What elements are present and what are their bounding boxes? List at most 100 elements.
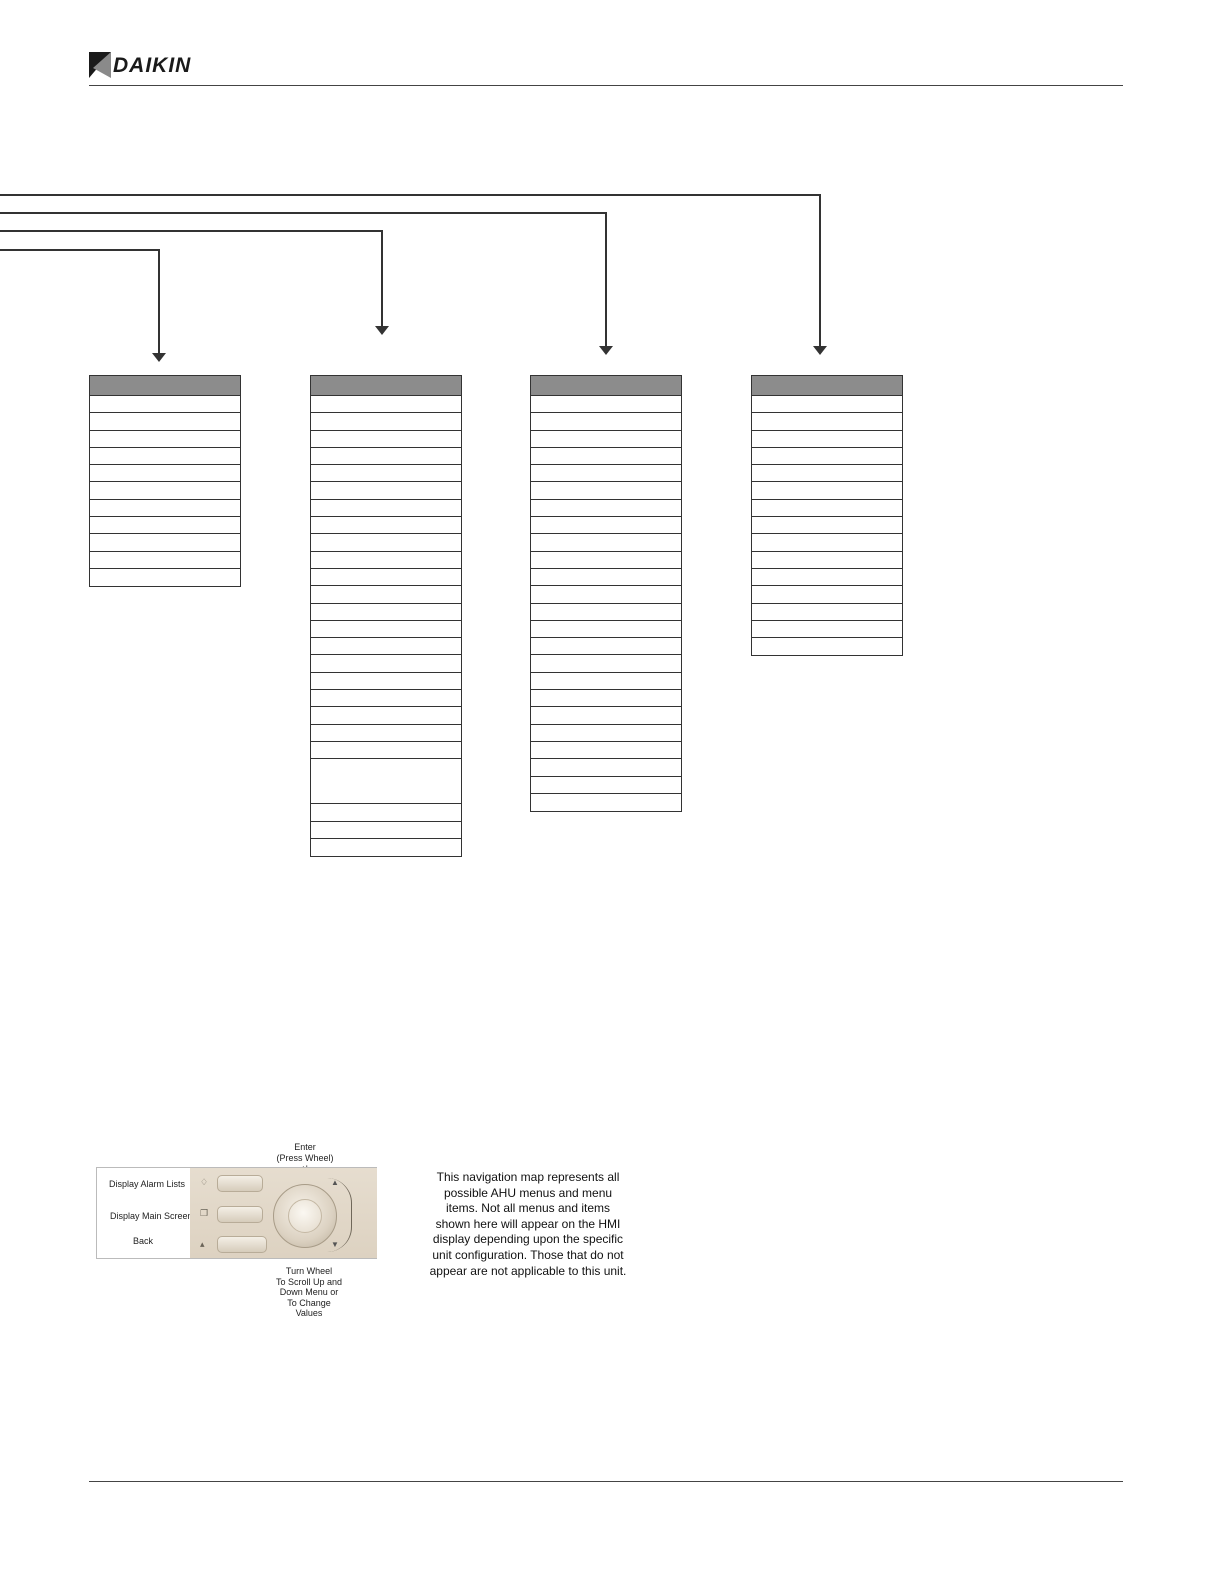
alarm-button[interactable] xyxy=(217,1175,263,1192)
menu-item xyxy=(311,655,461,673)
menu-item xyxy=(531,569,681,587)
back-label: Back xyxy=(133,1236,154,1246)
menu-item xyxy=(90,482,240,500)
menu-item xyxy=(311,621,461,639)
menu-item xyxy=(752,604,902,621)
menu-item xyxy=(311,448,461,466)
bell-icon: ♢ xyxy=(200,1177,209,1187)
menu-item xyxy=(752,465,902,483)
menu-item xyxy=(311,534,461,552)
connector-line-3 xyxy=(0,212,607,347)
menu-item xyxy=(531,759,681,777)
daikin-logo: DAIKIN xyxy=(89,52,229,80)
menu-item xyxy=(531,655,681,673)
menu-header xyxy=(311,376,461,396)
home-screen-icon: ❐ xyxy=(200,1208,209,1218)
rotate-down-arrow-icon: ▼ xyxy=(331,1240,339,1249)
brand-name: DAIKIN xyxy=(113,54,192,77)
menu-item xyxy=(531,725,681,742)
menu-item xyxy=(752,569,902,587)
menu-item xyxy=(531,777,681,794)
menu-item xyxy=(311,725,461,742)
menu-item xyxy=(531,604,681,621)
menu-item xyxy=(90,465,240,483)
menu-item xyxy=(531,465,681,483)
menu-item xyxy=(311,482,461,500)
menu-item xyxy=(531,448,681,466)
menu-item xyxy=(752,482,902,500)
menu-item xyxy=(90,534,240,552)
enter-hint: (Press Wheel) xyxy=(276,1152,334,1163)
connector-arrowhead-4 xyxy=(813,346,827,355)
menu-item xyxy=(311,759,461,805)
menu-header xyxy=(90,376,240,396)
menu-header xyxy=(752,376,902,396)
main-screen-label: Display Main Screen xyxy=(110,1211,193,1221)
footer-rule xyxy=(89,1481,1123,1482)
menu-item xyxy=(752,517,902,535)
menu-item xyxy=(531,552,681,569)
menu-item xyxy=(531,586,681,604)
menu-item xyxy=(752,500,902,518)
menu-item xyxy=(90,500,240,518)
menu-item xyxy=(90,413,240,431)
alarm-list-label: Display Alarm Lists xyxy=(109,1179,186,1189)
navigation-connectors xyxy=(0,194,827,362)
connector-line-2 xyxy=(0,230,383,327)
connector-arrowhead-2 xyxy=(375,326,389,335)
menu-item xyxy=(752,431,902,448)
connector-line-1 xyxy=(0,249,160,354)
menu-item xyxy=(90,396,240,414)
menu-item xyxy=(531,742,681,760)
menu-item xyxy=(531,534,681,552)
wheel-rotation-arc xyxy=(327,1178,352,1252)
menu-item xyxy=(752,448,902,466)
menu-item xyxy=(90,448,240,466)
menu-item xyxy=(90,569,240,586)
menu-item xyxy=(311,690,461,708)
rotate-up-arrow-icon: ▲ xyxy=(331,1178,339,1187)
header-rule xyxy=(89,85,1123,86)
menu-item xyxy=(752,413,902,431)
menu-column-3 xyxy=(530,375,682,813)
menu-item xyxy=(752,586,902,604)
menu-item xyxy=(311,465,461,483)
menu-item xyxy=(311,742,461,760)
menu-column-4 xyxy=(751,375,903,657)
menu-item xyxy=(531,707,681,725)
main-screen-button[interactable] xyxy=(217,1206,263,1223)
menu-item xyxy=(531,673,681,691)
menu-item xyxy=(311,673,461,691)
menu-item xyxy=(311,517,461,535)
menu-item xyxy=(752,396,902,414)
menu-column-1 xyxy=(89,375,241,588)
menu-item xyxy=(531,638,681,656)
wheel-caption-line: Turn Wheel xyxy=(285,1266,333,1276)
menu-item xyxy=(752,534,902,552)
menu-item xyxy=(531,621,681,639)
menu-item xyxy=(752,552,902,569)
menu-item xyxy=(311,839,461,856)
daikin-delta-logo-icon xyxy=(89,52,111,78)
wheel-caption-line: Down Menu or xyxy=(279,1287,339,1297)
navigation-note: This navigation map represents all possi… xyxy=(429,1170,627,1278)
menu-item xyxy=(311,804,461,822)
menu-item xyxy=(531,690,681,708)
wheel-center[interactable] xyxy=(288,1199,322,1233)
menu-item xyxy=(311,431,461,448)
back-arrow-icon: ▴ xyxy=(200,1239,205,1249)
menu-column-2 xyxy=(310,375,462,858)
menu-item xyxy=(90,431,240,448)
wheel-caption-line: To Change xyxy=(287,1297,331,1308)
menu-item xyxy=(531,482,681,500)
menu-item xyxy=(311,396,461,414)
menu-item xyxy=(311,500,461,518)
menu-item xyxy=(311,707,461,725)
wheel-caption-line: To Scroll Up and xyxy=(275,1276,343,1287)
menu-item xyxy=(531,396,681,414)
back-button[interactable] xyxy=(217,1236,267,1253)
menu-item xyxy=(311,638,461,656)
menu-item xyxy=(531,794,681,811)
menu-item xyxy=(531,413,681,431)
